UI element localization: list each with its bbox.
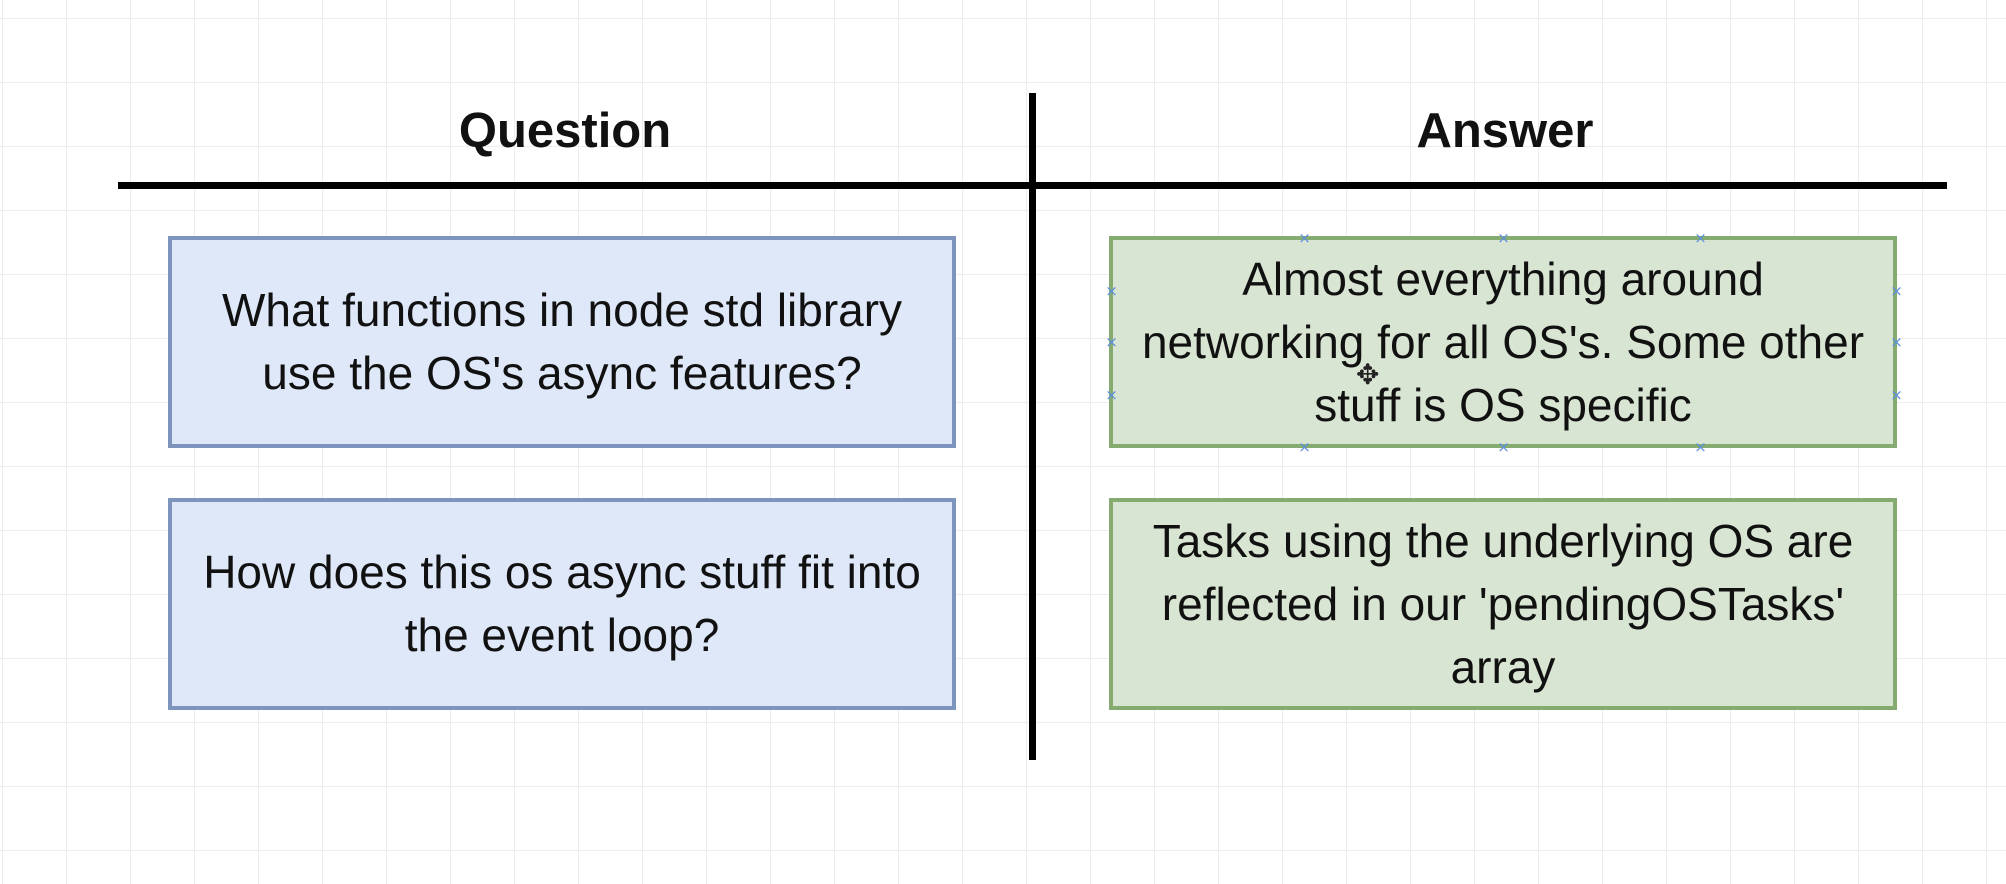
question-text-1: What functions in node std library use t… xyxy=(221,284,903,399)
selection-handle-icon[interactable]: × xyxy=(1497,229,1510,247)
question-text-2: How does this os async stuff fit into th… xyxy=(203,546,921,661)
answer-box-2[interactable]: Tasks using the underlying OS are reflec… xyxy=(1109,498,1897,710)
selection-handle-icon[interactable]: × xyxy=(1694,229,1707,247)
selection-handle-icon[interactable]: × xyxy=(1890,386,1903,404)
column-divider-line xyxy=(1029,93,1036,760)
answer-text-2: Tasks using the underlying OS are reflec… xyxy=(1152,514,1854,693)
selection-handle-icon[interactable]: × xyxy=(1298,229,1311,247)
answer-box-1-selected[interactable]: Almost everything around networking for … xyxy=(1109,236,1897,448)
selection-handle-icon[interactable]: × xyxy=(1105,333,1118,351)
selection-handle-icon[interactable]: × xyxy=(1694,438,1707,456)
selection-handle-icon[interactable]: × xyxy=(1497,438,1510,456)
selection-handle-icon[interactable]: × xyxy=(1105,282,1118,300)
selection-handle-icon[interactable]: × xyxy=(1298,438,1311,456)
question-box-2[interactable]: How does this os async stuff fit into th… xyxy=(168,498,956,710)
answer-column-header: Answer xyxy=(1416,104,1594,158)
question-column-header: Question xyxy=(458,104,672,158)
selection-handle-icon[interactable]: × xyxy=(1890,333,1903,351)
answer-text-1: Almost everything around networking for … xyxy=(1141,252,1865,431)
question-box-1[interactable]: What functions in node std library use t… xyxy=(168,236,956,448)
move-cursor-icon: ✥ xyxy=(1356,358,1380,391)
selection-handle-icon[interactable]: × xyxy=(1105,386,1118,404)
selection-handle-icon[interactable]: × xyxy=(1890,282,1903,300)
